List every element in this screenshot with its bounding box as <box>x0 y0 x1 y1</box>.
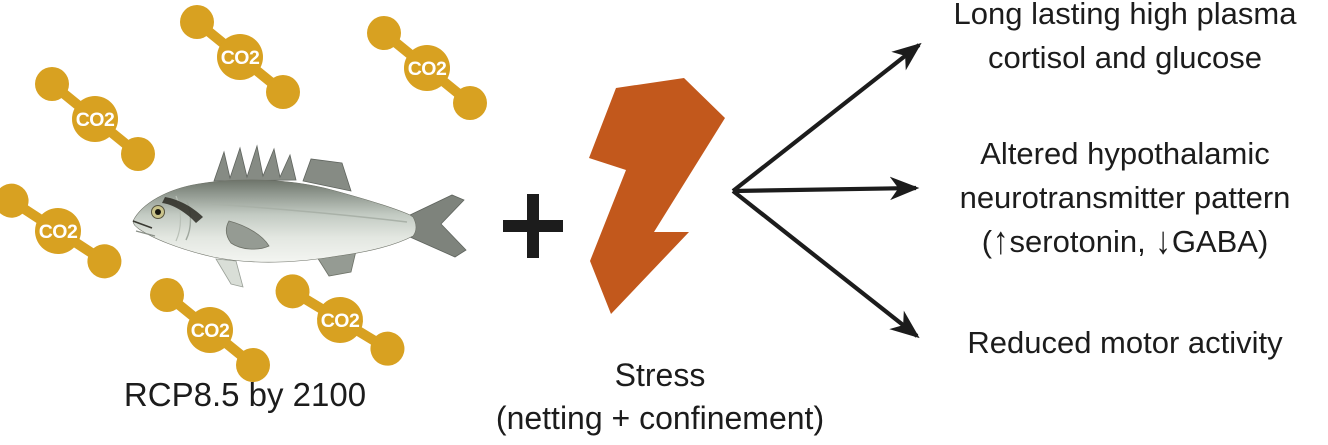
outcome-line: Reduced motor activity <box>967 325 1283 360</box>
paren-open: ( <box>981 224 993 259</box>
outcome-line: cortisol and glucose <box>988 40 1262 75</box>
arrow-to-cortisol <box>731 42 922 193</box>
down-arrow-icon: ↓ <box>1155 218 1171 263</box>
gaba-text: GABA) <box>1171 224 1269 259</box>
outcome-motor-activity: Reduced motor activity <box>922 321 1328 365</box>
co2-label: CO2 <box>408 58 447 80</box>
serotonin-text: serotonin, <box>1009 224 1155 259</box>
co2-label: CO2 <box>39 221 78 243</box>
plus-icon <box>503 194 563 258</box>
co2-molecule-icon: CO2 <box>0 173 123 289</box>
outcome-cortisol-glucose: Long lasting high plasma cortisol and gl… <box>922 0 1328 80</box>
co2-molecule-icon: CO2 <box>150 278 270 382</box>
rcp-caption: RCP8.5 by 2100 <box>123 376 367 413</box>
stress-line-1: Stress <box>614 357 706 393</box>
co2-label: CO2 <box>321 310 360 332</box>
outcome-line: Altered hypothalamic <box>980 136 1270 171</box>
outcome-neurotransmitter: Altered hypothalamic neurotransmitter pa… <box>922 132 1328 264</box>
outcome-line-serotonin-gaba: (↑serotonin, ↓GABA) <box>922 218 1328 264</box>
arrow-to-neuro <box>732 176 920 201</box>
outcome-line: neurotransmitter pattern <box>959 180 1291 215</box>
outcome-line: Long lasting high plasma <box>953 0 1297 31</box>
lightning-bolt-icon <box>589 78 725 314</box>
co2-molecule-icon: CO2 <box>273 260 406 380</box>
up-arrow-icon: ↑ <box>993 218 1009 263</box>
co2-molecule-icon: CO2 <box>35 67 155 171</box>
co2-label: CO2 <box>191 320 230 342</box>
co2-molecule-icon: CO2 <box>367 16 487 120</box>
co2-label: CO2 <box>76 109 115 131</box>
stress-caption: Stress (netting + confinement) <box>460 354 860 440</box>
co2-molecule-icon: CO2 <box>180 5 300 109</box>
branch-arrows <box>731 42 922 339</box>
co2-label: CO2 <box>221 47 260 69</box>
arrow-to-motor <box>731 189 920 339</box>
sea-bass-fish-icon <box>132 144 467 288</box>
stress-line-2: (netting + confinement) <box>495 400 825 436</box>
